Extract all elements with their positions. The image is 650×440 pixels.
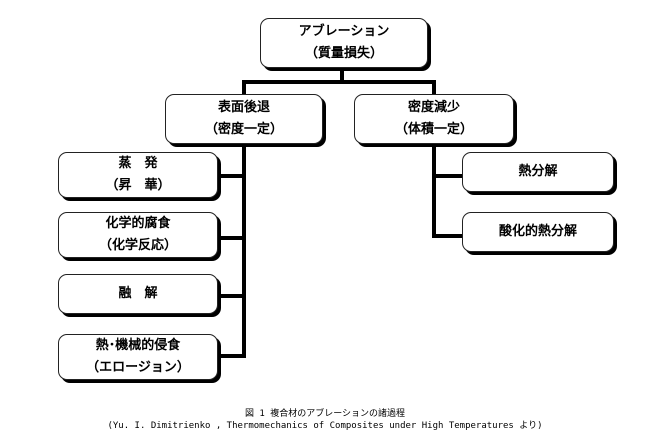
left-connector-evaporation — [216, 174, 246, 178]
node-oxidative-pyrolysis: 酸化的熱分解 — [462, 212, 614, 252]
node-thermomechanical-erosion: 熱･機械的侵食 （エロージョン） — [58, 334, 218, 380]
node-density-decrease-sublabel: （体積一定） — [394, 122, 473, 137]
left-branch-stem-top — [242, 80, 246, 96]
node-surface-recession-sublabel: （密度一定） — [204, 122, 283, 137]
node-surface-recession: 表面後退 （密度一定） — [165, 94, 323, 144]
node-chemical-corrosion-label: 化学的腐食 — [105, 216, 171, 231]
node-chemical-corrosion: 化学的腐食 （化学反応） — [58, 212, 218, 258]
node-pyrolysis: 熱分解 — [462, 152, 614, 192]
right-vertical-connector — [432, 142, 436, 238]
node-ablation-sublabel: （質量損失） — [304, 46, 383, 61]
figure-caption-source: (Yu. I. Dimitrienko , Thermomechanics of… — [107, 421, 543, 431]
node-melting: 融 解 — [58, 274, 218, 314]
right-connector-oxidative-pyrolysis — [432, 234, 464, 238]
node-thermomechanical-erosion-sublabel: （エロージョン） — [86, 360, 190, 375]
left-vertical-connector — [242, 142, 246, 356]
node-ablation: アブレーション （質量損失） — [260, 18, 428, 68]
node-thermomechanical-erosion-label: 熱･機械的侵食 — [95, 338, 181, 353]
right-connector-pyrolysis — [432, 174, 464, 178]
node-density-decrease: 密度減少 （体積一定） — [354, 94, 514, 144]
right-branch-stem-top — [432, 80, 436, 96]
figure-caption-title: 図 1 複合材のアブレーションの諸過程 — [244, 409, 406, 419]
left-connector-chemical-corrosion — [216, 236, 246, 240]
node-melting-label: 融 解 — [118, 286, 158, 301]
node-ablation-label: アブレーション — [298, 24, 390, 39]
node-oxidative-pyrolysis-label: 酸化的熱分解 — [498, 224, 577, 239]
node-pyrolysis-label: 熱分解 — [518, 164, 558, 179]
left-connector-erosion — [216, 354, 246, 358]
node-surface-recession-label: 表面後退 — [217, 100, 270, 115]
root-stem — [340, 66, 344, 82]
node-density-decrease-label: 密度減少 — [407, 100, 460, 115]
node-evaporation-sublabel: （昇 華） — [105, 178, 171, 193]
node-evaporation: 蒸 発 （昇 華） — [58, 152, 218, 198]
node-chemical-corrosion-sublabel: （化学反応） — [98, 238, 177, 253]
left-connector-melting — [216, 294, 246, 298]
node-evaporation-label: 蒸 発 — [118, 156, 158, 171]
top-horizontal-connector — [242, 80, 436, 84]
